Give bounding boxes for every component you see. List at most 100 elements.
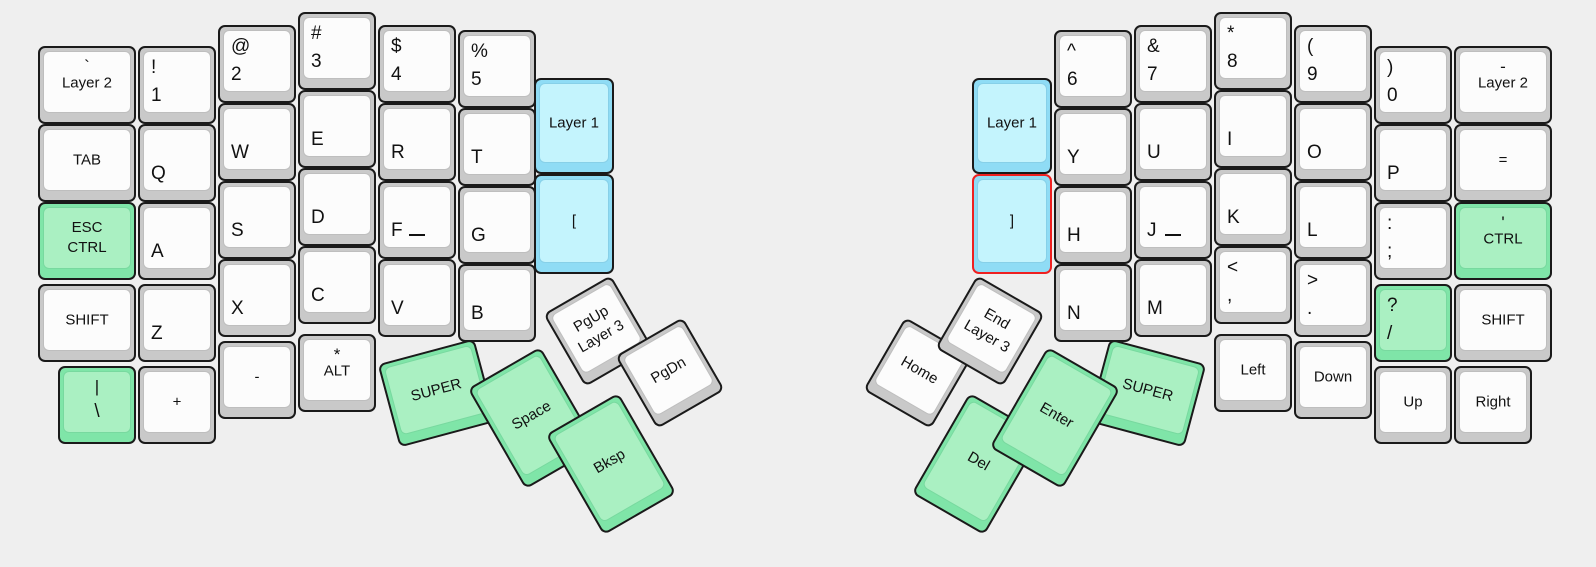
keycap-surface: <, xyxy=(1220,252,1286,312)
keycap-surface: E xyxy=(304,96,370,156)
key-r-r4-c3[interactable]: >. xyxy=(1294,259,1372,337)
key-r-r3-c1[interactable]: 'CTRL xyxy=(1454,202,1552,280)
key-l-r5-c4[interactable]: *ALT xyxy=(298,334,376,412)
key-main-legend: O xyxy=(1307,142,1322,163)
key-l-r1-c2[interactable]: !1 xyxy=(138,46,216,124)
key-l-r5-c2[interactable]: + xyxy=(138,366,216,444)
key-shifted-legend: ? xyxy=(1387,295,1398,316)
key-l-r3-c5[interactable]: F xyxy=(378,181,456,259)
key-main-legend: 2 xyxy=(231,64,242,85)
key-main-legend: B xyxy=(471,303,484,324)
key-main-legend: A xyxy=(151,241,164,262)
key-r-r4-c2[interactable]: ?/ xyxy=(1374,284,1452,362)
keycap-surface: Z xyxy=(144,290,210,350)
keycap-surface: = xyxy=(1460,130,1546,190)
key-r-r1-c2[interactable]: )0 xyxy=(1374,46,1452,124)
key-r-r1-c3[interactable]: (9 xyxy=(1294,25,1372,103)
key-r-r2-c3[interactable]: O xyxy=(1294,103,1372,181)
key-main-legend: = xyxy=(1498,151,1508,169)
key-l-r1-c7[interactable]: Layer 1 xyxy=(534,78,614,174)
key-r-r1-c7[interactable]: Layer 1 xyxy=(972,78,1052,174)
key-r-r2-c2[interactable]: P xyxy=(1374,124,1452,202)
key-l-r4-c2[interactable]: Z xyxy=(138,284,216,362)
key-l-r4-c1[interactable]: SHIFT xyxy=(38,284,136,362)
key-l-r2-c6[interactable]: T xyxy=(458,108,536,186)
key-r-r3-c2[interactable]: :; xyxy=(1374,202,1452,280)
key-l-r4-c6[interactable]: B xyxy=(458,264,536,342)
key-r-r4-c6[interactable]: N xyxy=(1054,264,1132,342)
key-r-r5-c4[interactable]: Left xyxy=(1214,334,1292,412)
key-l-r2-c5[interactable]: R xyxy=(378,103,456,181)
key-main-legend: ] xyxy=(1009,212,1015,230)
keycap-surface: Up xyxy=(1380,372,1446,432)
key-l-r1-c3[interactable]: @2 xyxy=(218,25,296,103)
keycap-surface: Right xyxy=(1460,372,1526,432)
keycap-surface: @2 xyxy=(224,31,290,91)
keycap-surface: V xyxy=(384,265,450,325)
key-main-legend: 8 xyxy=(1227,51,1238,72)
key-shifted-legend: : xyxy=(1387,213,1393,234)
key-r-r2-c6[interactable]: Y xyxy=(1054,108,1132,186)
keycap-surface: $4 xyxy=(384,31,450,91)
key-l-r4-c5[interactable]: V xyxy=(378,259,456,337)
key-l-r2-c3[interactable]: W xyxy=(218,103,296,181)
key-r-r3-c5[interactable]: J xyxy=(1134,181,1212,259)
keycap-surface: ?/ xyxy=(1380,290,1446,350)
key-r-r2-c5[interactable]: U xyxy=(1134,103,1212,181)
key-l-r1-c5[interactable]: $4 xyxy=(378,25,456,103)
key-r-r3-c6[interactable]: H xyxy=(1054,186,1132,264)
keycap-surface: L xyxy=(1300,187,1366,247)
key-r-r3-c4[interactable]: K xyxy=(1214,168,1292,246)
key-r-r1-c1[interactable]: -Layer 2 xyxy=(1454,46,1552,124)
key-l-r5-c3[interactable]: - xyxy=(218,341,296,419)
keycap-surface: *8 xyxy=(1220,18,1286,78)
key-l-r1-c6[interactable]: %5 xyxy=(458,30,536,108)
key-r-r1-c4[interactable]: *8 xyxy=(1214,12,1292,90)
key-l-r2-c7[interactable]: [ xyxy=(534,174,614,274)
key-main-legend: E xyxy=(311,129,324,150)
key-l-r2-c2[interactable]: Q xyxy=(138,124,216,202)
key-main-legend: J xyxy=(1147,220,1157,241)
key-l-r4-c4[interactable]: C xyxy=(298,246,376,324)
key-main-legend: Layer 2 xyxy=(61,74,113,92)
key-r-r1-c6[interactable]: ^6 xyxy=(1054,30,1132,108)
key-r-r3-c3[interactable]: L xyxy=(1294,181,1372,259)
key-r-r4-c1[interactable]: SHIFT xyxy=(1454,284,1552,362)
key-main-legend: Z xyxy=(151,323,163,344)
key-main-legend: Right xyxy=(1475,393,1511,411)
key-main-legend: 4 xyxy=(391,64,402,85)
key-r-r1-c5[interactable]: &7 xyxy=(1134,25,1212,103)
keycap-surface: D xyxy=(304,174,370,234)
keycap-surface: )0 xyxy=(1380,52,1446,112)
key-main-legend: \ xyxy=(94,401,100,422)
key-main-legend: I xyxy=(1227,129,1233,150)
key-l-r1-c4[interactable]: #3 xyxy=(298,12,376,90)
key-l-r5-c1[interactable]: |\ xyxy=(58,366,136,444)
key-main-legend: SHIFT xyxy=(1481,311,1525,329)
key-l-r1-c1[interactable]: `Layer 2 xyxy=(38,46,136,124)
key-r-r4-c5[interactable]: M xyxy=(1134,259,1212,337)
keycap-surface: %5 xyxy=(464,36,530,96)
key-l-r2-c4[interactable]: E xyxy=(298,90,376,168)
key-r-r2-c4[interactable]: I xyxy=(1214,90,1292,168)
key-r-r2-c1[interactable]: = xyxy=(1454,124,1552,202)
key-main-legend: P xyxy=(1387,163,1400,184)
key-main-legend: W xyxy=(231,142,249,163)
key-r-r5-c3[interactable]: Down xyxy=(1294,341,1372,419)
key-shifted-legend: * xyxy=(333,345,341,364)
key-r-r5-c2[interactable]: Up xyxy=(1374,366,1452,444)
key-l-r3-c4[interactable]: D xyxy=(298,168,376,246)
key-r-r5-c1[interactable]: Right xyxy=(1454,366,1532,444)
key-l-r3-c6[interactable]: G xyxy=(458,186,536,264)
key-shifted-legend: < xyxy=(1227,257,1239,278)
key-r-r4-c4[interactable]: <, xyxy=(1214,246,1292,324)
key-l-r3-c2[interactable]: A xyxy=(138,202,216,280)
key-l-r4-c3[interactable]: X xyxy=(218,259,296,337)
key-l-r3-c3[interactable]: S xyxy=(218,181,296,259)
key-l-r2-c1[interactable]: TAB xyxy=(38,124,136,202)
keycap-surface: #3 xyxy=(304,18,370,78)
key-r-r2-c7[interactable]: ] xyxy=(972,174,1052,274)
